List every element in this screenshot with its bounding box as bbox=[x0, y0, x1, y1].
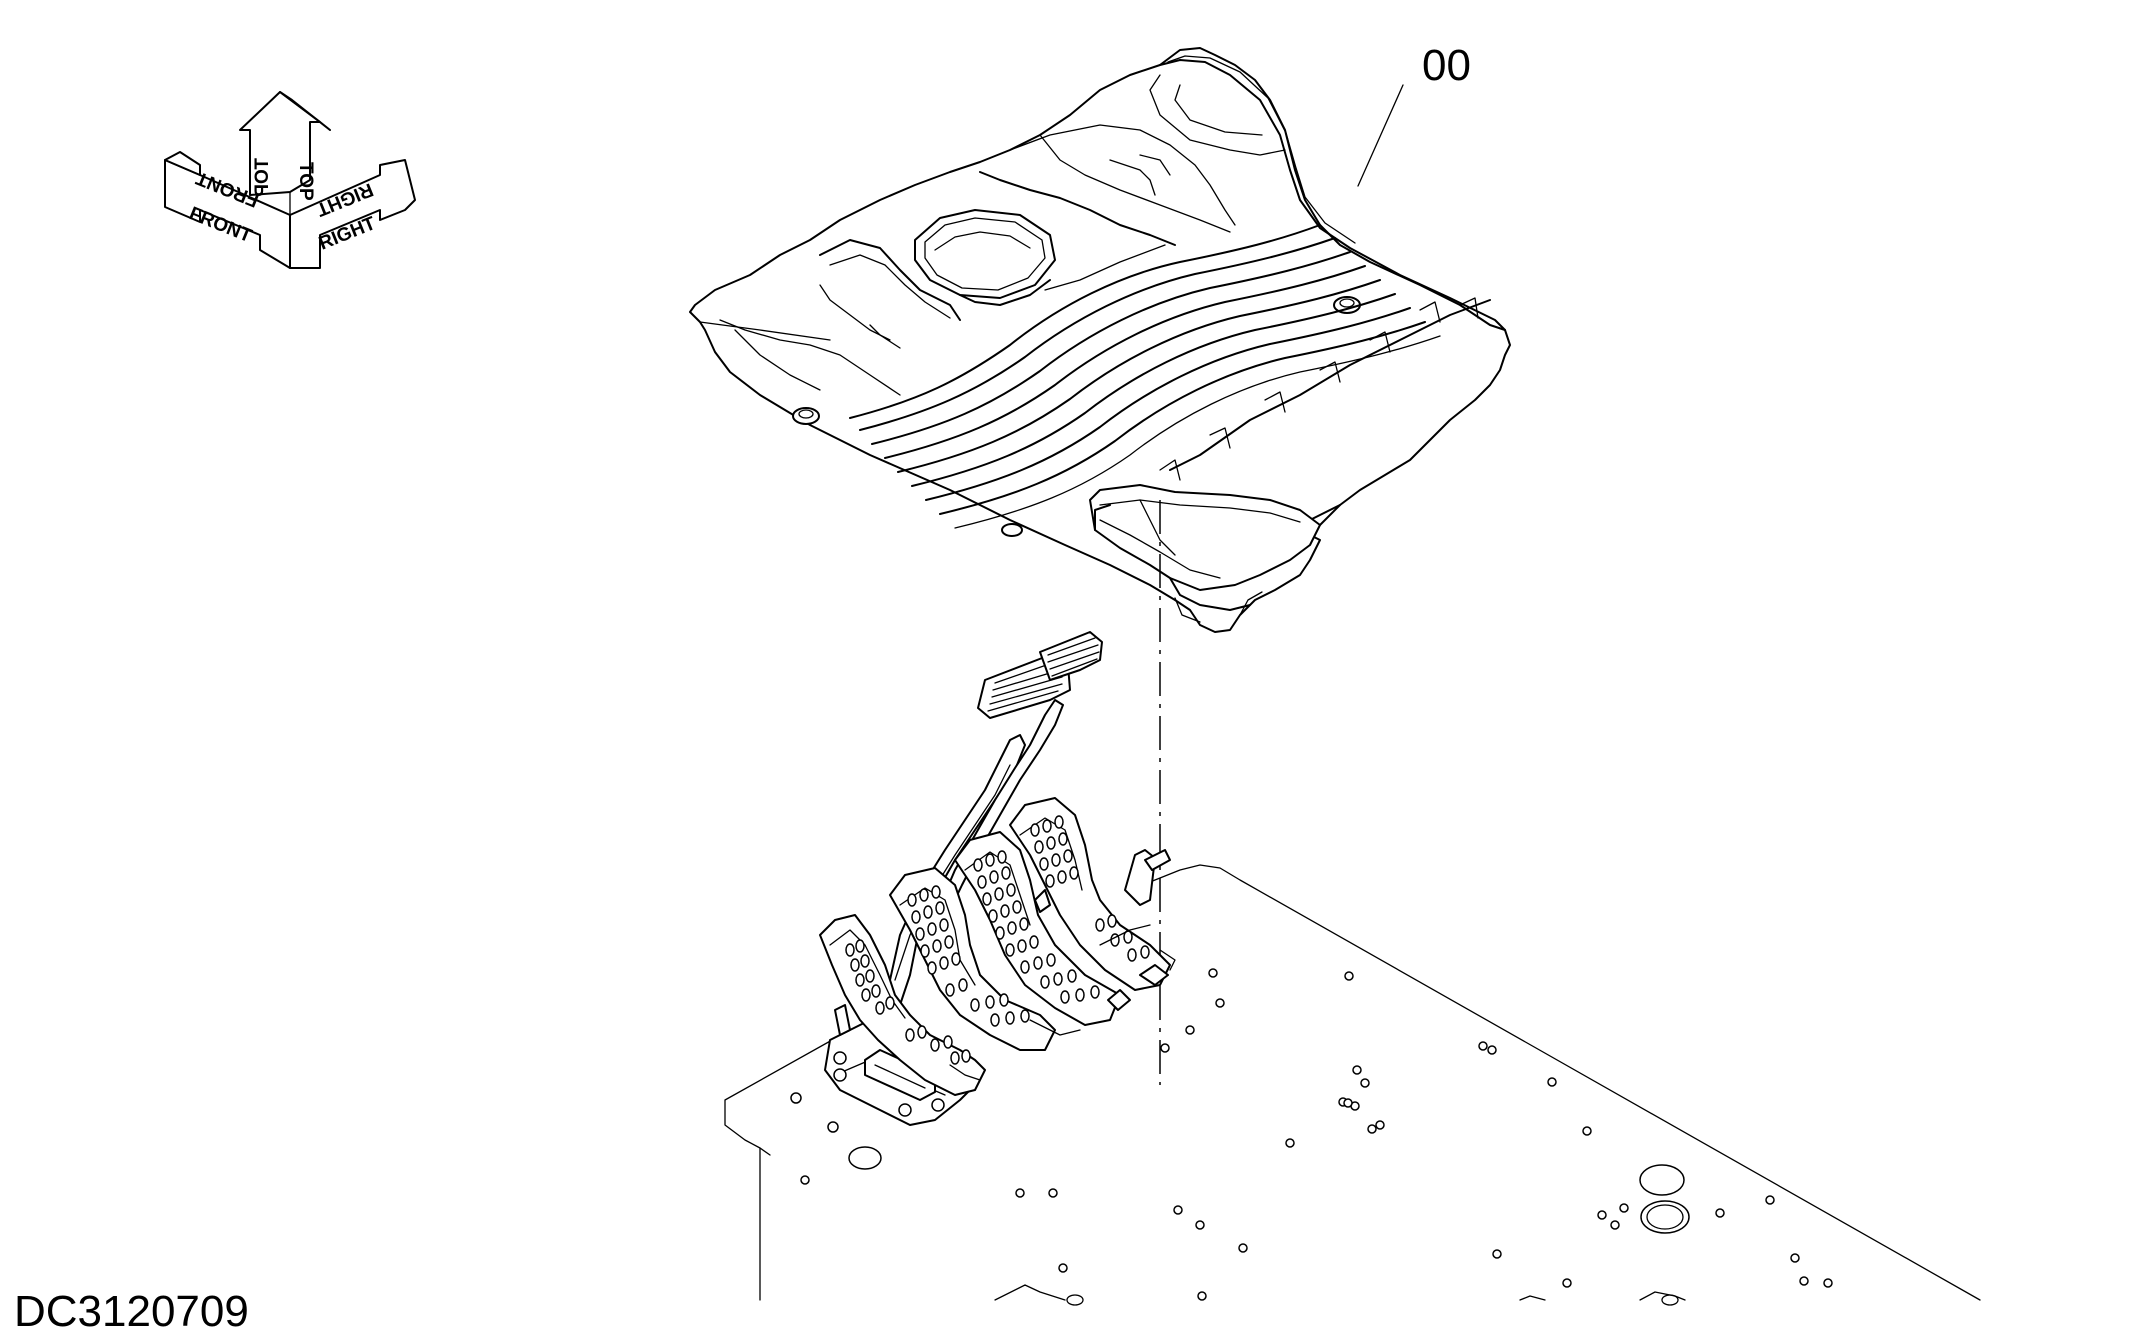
part-callout: 00 bbox=[1422, 41, 1471, 90]
mat-tray bbox=[1089, 484, 1321, 591]
pedal-2-studs bbox=[907, 885, 1030, 1027]
lever-grip-right bbox=[1039, 631, 1103, 681]
orientation-indicator: FRONT FRONT TOP TOP RIGHT RIGHT bbox=[164, 91, 416, 269]
top-label: TOP bbox=[252, 158, 273, 197]
pedal-3-studs bbox=[973, 850, 1100, 1004]
pedal-1-studs bbox=[845, 939, 971, 1065]
drawing-id: DC3120709 bbox=[14, 1287, 249, 1335]
base-plate bbox=[724, 864, 1981, 1306]
floor-mat-outline bbox=[689, 47, 1511, 633]
pedal-cutout bbox=[914, 209, 1056, 299]
pedal-assembly bbox=[819, 631, 1176, 1126]
pedal-4-studs bbox=[1030, 815, 1150, 962]
callout-leader bbox=[1357, 84, 1404, 187]
right-arrow bbox=[289, 159, 416, 269]
front-arrow bbox=[164, 159, 291, 269]
floor-mat bbox=[689, 47, 1511, 633]
mat-ribs bbox=[849, 224, 1441, 529]
top-label-mirrored: TOP bbox=[295, 162, 316, 201]
